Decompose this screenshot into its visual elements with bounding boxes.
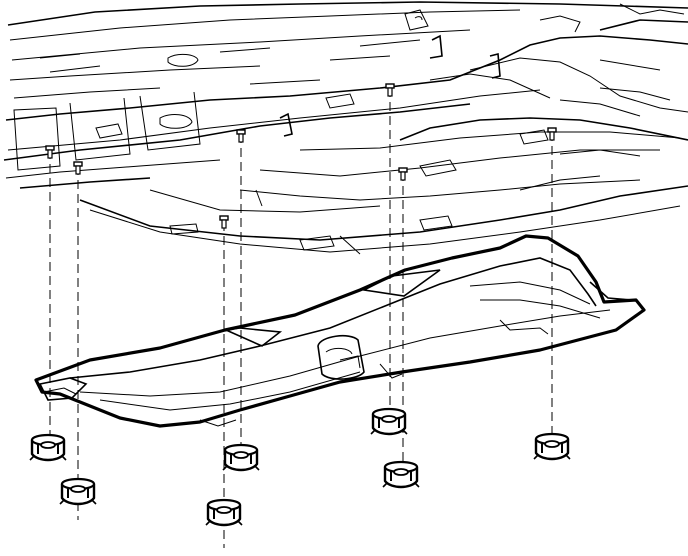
flange-nut-icon: [204, 498, 244, 527]
bolt-icon: [385, 83, 395, 97]
bolt-icon: [236, 129, 246, 143]
flange-nut-icon: [369, 407, 409, 436]
flange-nut-icon: [532, 432, 572, 461]
flange-nut-icon: [381, 460, 421, 489]
flange-nut-icon: [28, 433, 68, 462]
bolt-icon: [547, 127, 557, 141]
fastener-alignment-lines: [49, 88, 553, 548]
bolt-icon: [45, 145, 55, 159]
bolt-icon: [398, 167, 408, 181]
vehicle-floor-pan: [3, 1, 688, 255]
underbody-shield: [34, 234, 646, 428]
bolt-icon: [219, 215, 229, 229]
bolt-icon: [73, 161, 83, 175]
flange-nut-icon: [221, 443, 261, 472]
flange-nut-icon: [58, 477, 98, 506]
